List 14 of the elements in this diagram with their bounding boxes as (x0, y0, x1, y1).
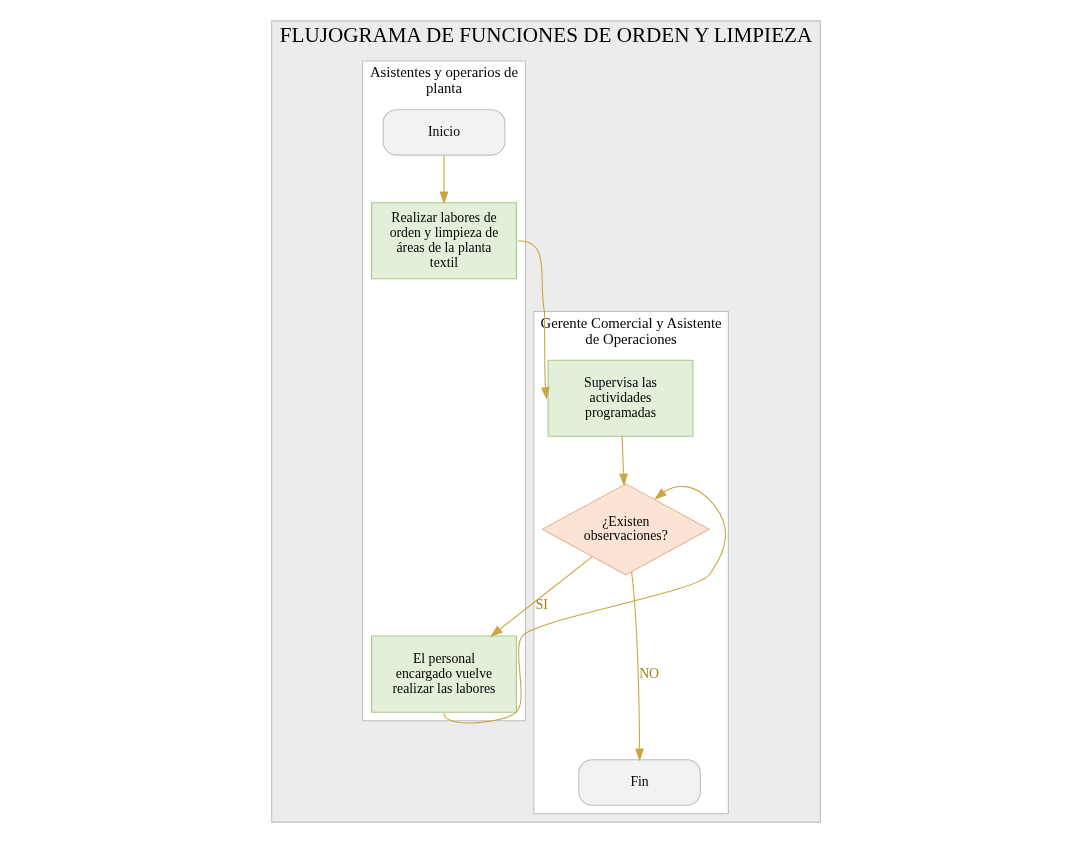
node-box: Inicio (382, 109, 505, 156)
node-box: Realizar labores de orden y limpieza de áreas de la planta textil (370, 202, 517, 280)
arrow (442, 485, 726, 724)
arrow (618, 436, 628, 487)
node-box: Fin (577, 759, 701, 806)
edge-label: SI (535, 597, 548, 613)
node-diamond: ¿Existen observaciones? (540, 483, 710, 576)
arrow (630, 571, 644, 762)
arrow (516, 240, 550, 400)
node-box: El personal encargado vuelve realizar las labores (370, 635, 517, 713)
edge-label: NO (638, 665, 659, 681)
arrow (489, 556, 593, 637)
node-box: Supervisa las actividades programadas (547, 359, 693, 437)
arrow (439, 154, 448, 205)
